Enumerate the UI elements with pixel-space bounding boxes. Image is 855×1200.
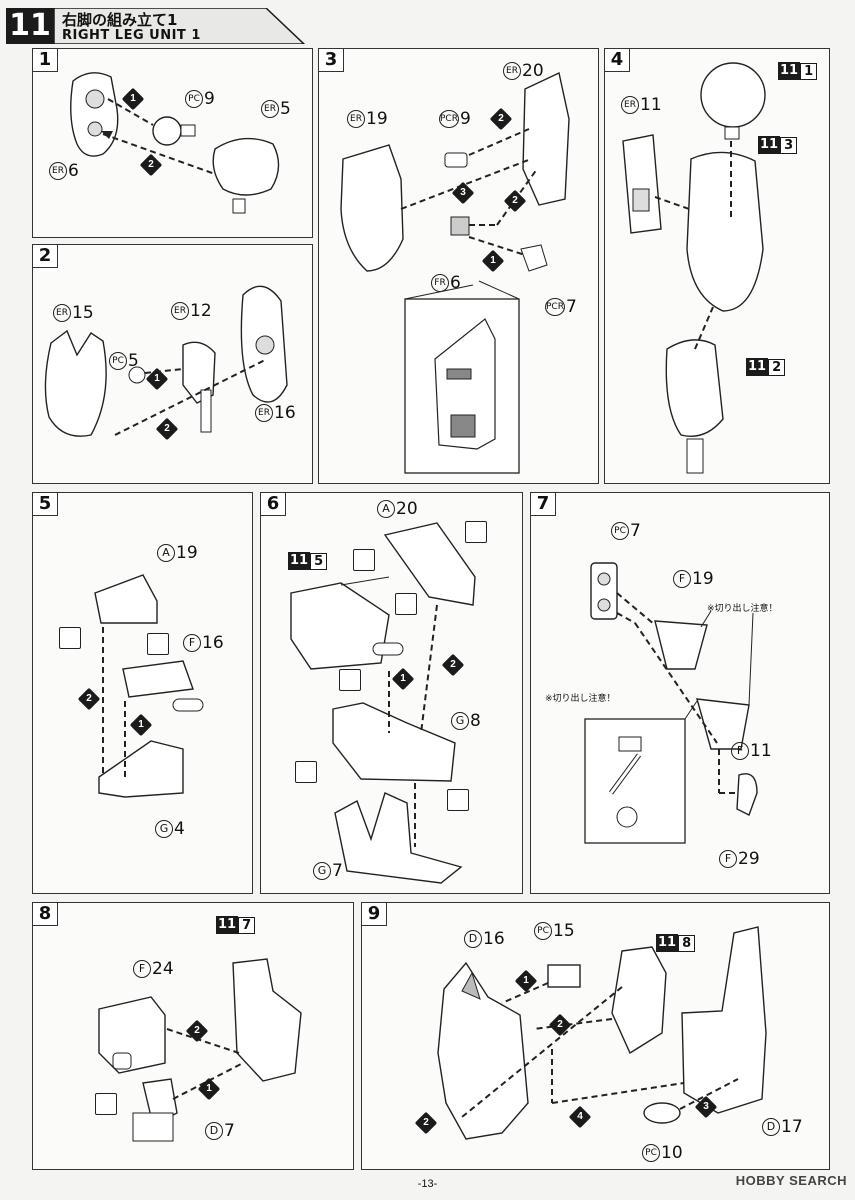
step-marker-3: 3 — [694, 1095, 718, 1119]
nipper-icon — [95, 1093, 117, 1115]
watermark-logo: HOBBY SEARCH — [735, 1173, 847, 1188]
nipper-icon — [447, 789, 469, 811]
step-marker-1: 1 — [391, 667, 415, 691]
panel-number: 8 — [33, 903, 58, 926]
panel-number: 1 — [33, 49, 58, 72]
panel-7-diagram — [584, 562, 758, 844]
step-marker-1: 2 — [489, 107, 513, 131]
step-marker-1: 1 — [481, 249, 505, 273]
nipper-icon — [339, 669, 361, 691]
nipper-icon — [295, 761, 317, 783]
caution-note: ※切り出し注意！ — [707, 604, 778, 614]
step-marker-2: 2 — [185, 1019, 209, 1043]
panel-number: 9 — [362, 903, 387, 926]
panel-3-diagram — [340, 71, 570, 474]
step-marker-1: 1 — [197, 1077, 221, 1101]
step-marker-4: 4 — [568, 1105, 592, 1129]
header-band — [54, 8, 306, 44]
section-title-en: RIGHT LEG UNIT 1 — [62, 28, 201, 43]
panel-number: 6 — [261, 493, 286, 516]
step-marker-1: 1 — [121, 87, 145, 111]
section-title-jp: 右脚の組み立て1 — [62, 11, 178, 29]
step-marker-2: 2 — [503, 189, 527, 213]
step-marker-2: 2 — [414, 1111, 438, 1135]
panel-1-diagram — [70, 72, 280, 214]
step-marker-2: 2 — [548, 1013, 572, 1037]
step-marker-2: 2 — [155, 417, 179, 441]
panel-number: 4 — [605, 49, 630, 72]
page-number: -13- — [417, 1178, 438, 1190]
panel-number: 5 — [33, 493, 58, 516]
step-marker-2: 2 — [77, 687, 101, 711]
panel-number: 2 — [33, 245, 58, 268]
panel-number: 3 — [319, 49, 344, 72]
caution-note: ※切り出し注意！ — [545, 694, 616, 704]
step-marker-3: 3 — [451, 181, 475, 205]
nipper-icon — [147, 633, 169, 655]
panel-6-diagram — [290, 522, 476, 884]
step-marker-1: 1 — [514, 969, 538, 993]
section-number: 11 — [6, 8, 54, 44]
step-marker-2: 2 — [139, 153, 163, 177]
nipper-icon — [465, 521, 487, 543]
panel-5-diagram — [94, 574, 204, 798]
panel-9-diagram — [437, 926, 767, 1140]
step-marker-2: 2 — [441, 653, 465, 677]
nipper-icon — [395, 593, 417, 615]
nipper-icon — [353, 549, 375, 571]
step-marker-1: 1 — [145, 367, 169, 391]
panel-8-diagram — [98, 958, 302, 1142]
nipper-icon — [59, 627, 81, 649]
panel-4-diagram — [622, 62, 766, 474]
panel-2-diagram — [44, 285, 288, 437]
panel-number: 7 — [531, 493, 556, 516]
step-marker-1: 1 — [129, 713, 153, 737]
